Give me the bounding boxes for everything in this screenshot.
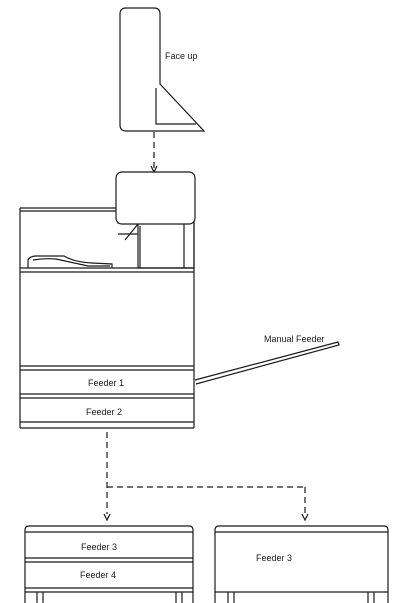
- face-up-tray-inner-line: [155, 88, 196, 125]
- arrow-head: [103, 513, 111, 522]
- manual-feeder-label: Manual Feeder: [264, 334, 325, 344]
- face-up-tray: Face up: [119, 7, 206, 132]
- feeder-3-left-label: Feeder 3: [81, 542, 117, 552]
- arrow-printer-to-options: [103, 432, 309, 522]
- face-up-tray-outline: [119, 7, 206, 132]
- feeder-3-right-label: Feeder 3: [256, 553, 292, 563]
- printer-main-unit: Feeder 1 Feeder 2: [19, 171, 196, 429]
- optional-single-tray-feeder: Feeder 3: [214, 525, 389, 603]
- arrow-head: [301, 513, 309, 522]
- feeder-4-label: Feeder 4: [80, 570, 116, 580]
- feeder-2-label: Feeder 2: [86, 407, 122, 417]
- optional-two-tray-feeder: Feeder 3 Feeder 4: [24, 525, 194, 603]
- face-up-label: Face up: [165, 51, 198, 61]
- printer-paper-stack: [27, 255, 113, 268]
- printer-output-section: [115, 171, 196, 225]
- arrow-tray-to-printer: [150, 132, 158, 174]
- feeder-1-label: Feeder 1: [88, 378, 124, 388]
- manual-feeder: Manual Feeder: [194, 334, 340, 385]
- manual-feeder-tray: [194, 341, 340, 385]
